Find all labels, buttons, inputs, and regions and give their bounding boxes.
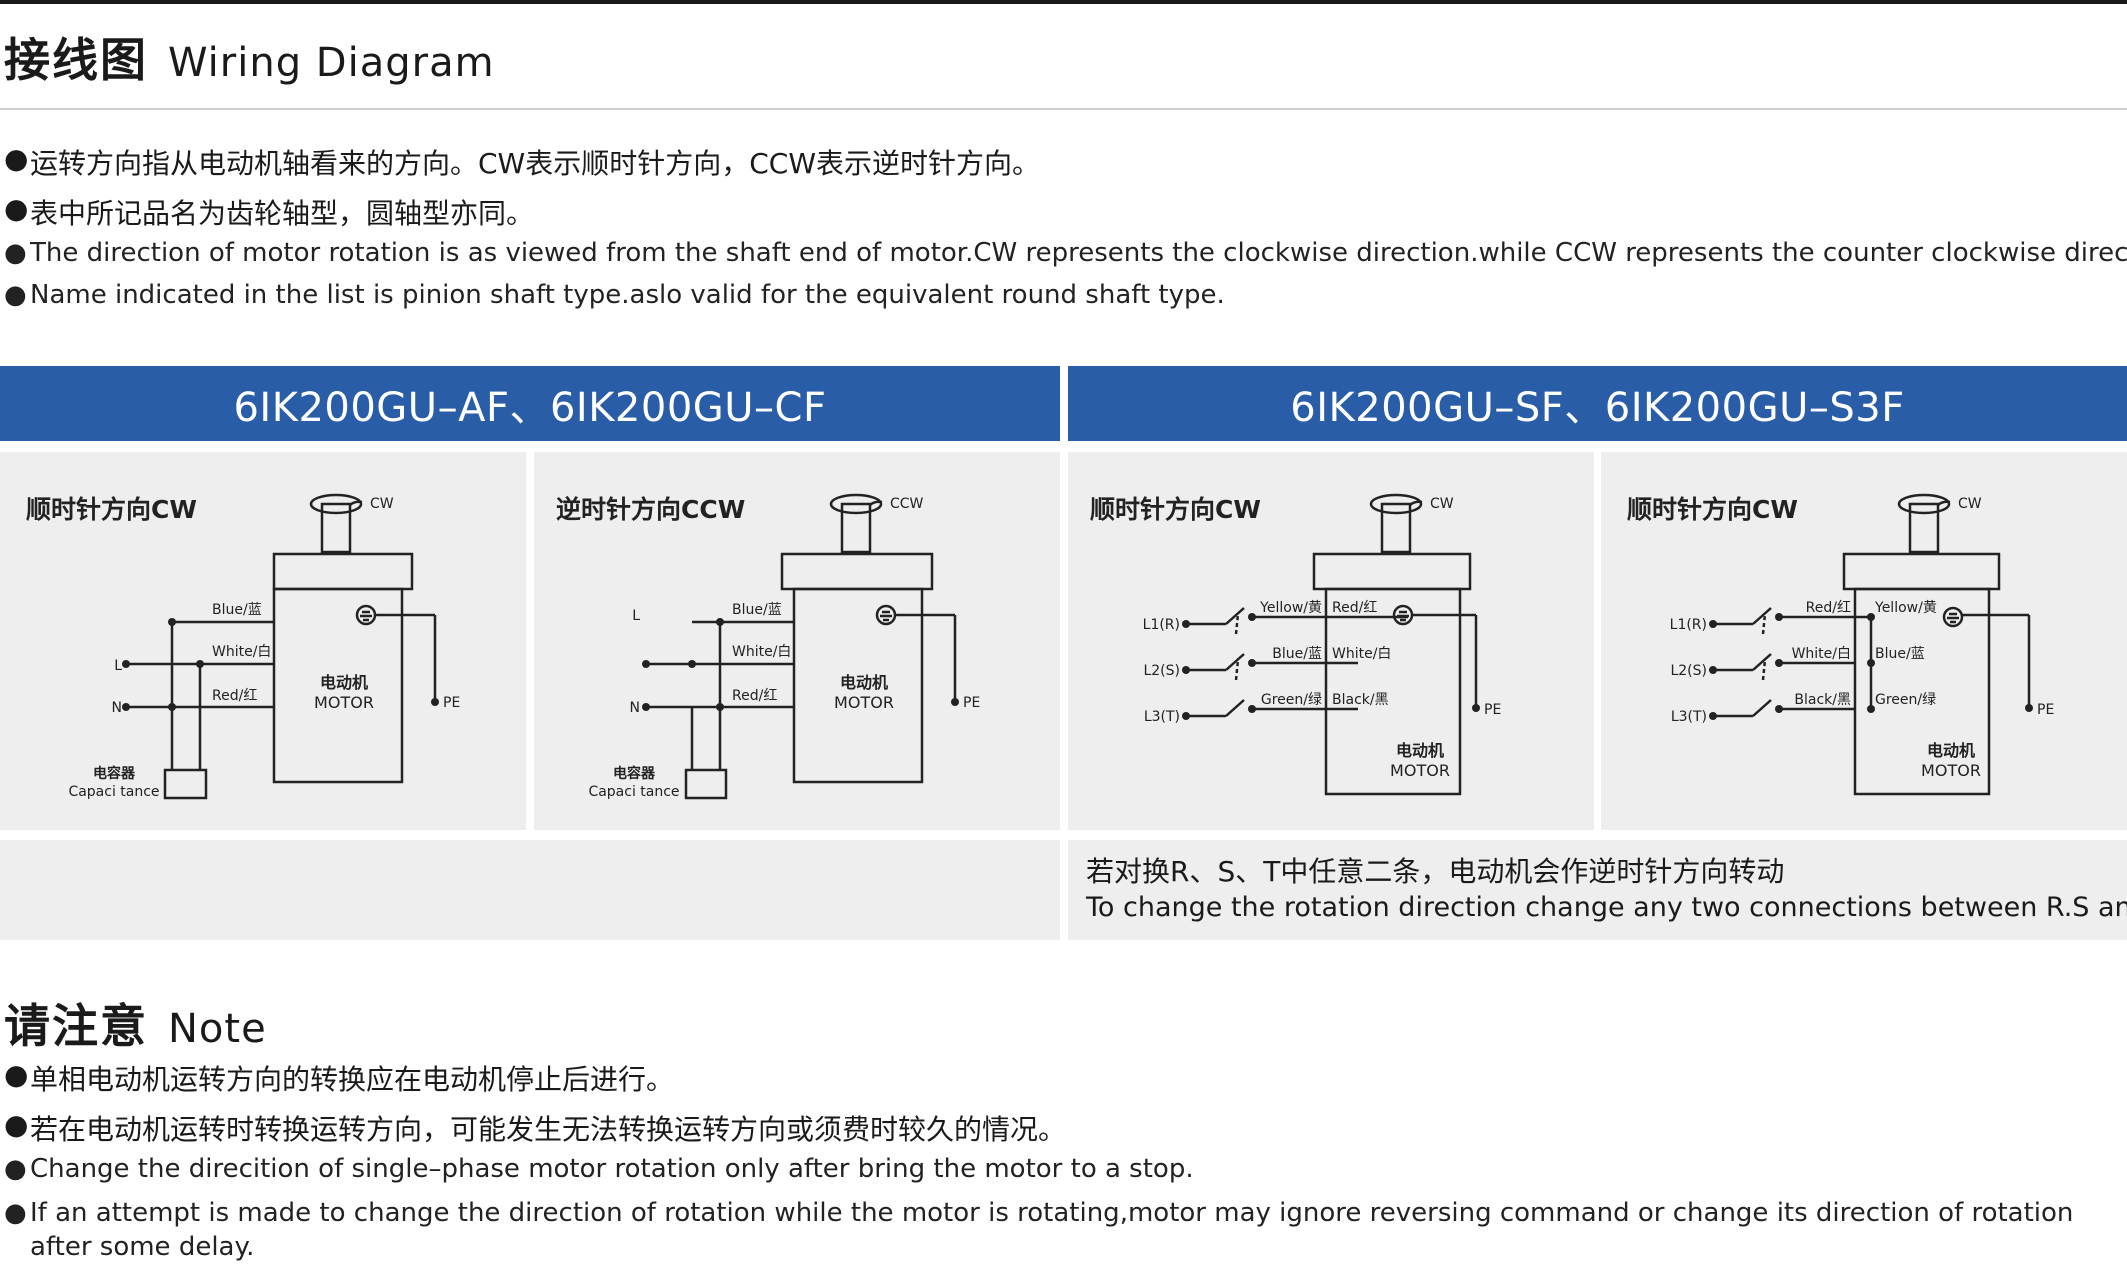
diagram-panel-single-cw: 顺时针方向CW CW Blue/蓝 White/白 Re bbox=[0, 452, 526, 830]
pe-label: PE bbox=[443, 695, 460, 711]
l-label: L bbox=[632, 608, 640, 624]
cw-label: CW bbox=[1958, 496, 1982, 512]
diagram-panel-single-ccw: 逆时针方向CCW CCW Blue/蓝 White/白 bbox=[534, 452, 1060, 830]
note-item-3: Change the direcition of single–phase mo… bbox=[4, 1154, 2100, 1196]
l-label: L bbox=[114, 658, 122, 674]
wire-label: Red/红 bbox=[212, 688, 257, 704]
note-title: 请注意 Note bbox=[4, 990, 267, 1056]
wiring-diagram: CW L1(R) L2(S) L3(T) Red/红 White/白 Black… bbox=[1670, 493, 2054, 796]
wire-label: Blue/蓝 bbox=[732, 602, 782, 618]
note-item-1: 单相电动机运转方向的转换应在电动机停止后进行。 bbox=[4, 1058, 2100, 1108]
wiring-note-3: The direction of motor rotation is as vi… bbox=[4, 238, 2127, 280]
motor-label-cn: 电动机 bbox=[840, 673, 888, 692]
swap-note-en: To change the rotation direction change … bbox=[1086, 892, 2127, 923]
pe-label: PE bbox=[963, 695, 980, 711]
wiring-diagram: CW Blue/蓝 White/白 Red/红 L N PE 电动机 MOTOR… bbox=[68, 493, 460, 800]
l1-label: L1(R) bbox=[1143, 617, 1180, 633]
panel-title: 顺时针方向CW bbox=[1090, 495, 1261, 524]
l3-label: L3(T) bbox=[1144, 709, 1180, 725]
footer-box-left bbox=[0, 840, 1060, 940]
note-title-cn: 请注意 bbox=[4, 999, 148, 1053]
cw-label: CW bbox=[1430, 496, 1454, 512]
panel-title: 顺时针方向CW bbox=[1627, 495, 1798, 524]
wiring-title-cn: 接线图 bbox=[4, 33, 148, 87]
wire-label: Green/绿 bbox=[1875, 692, 1936, 708]
wiring-diagram: CCW Blue/蓝 White/白 Red/红 L N PE 电动机 MOTO… bbox=[588, 493, 980, 800]
panel-title: 顺时针方向CW bbox=[26, 495, 197, 524]
motor-label-cn: 电动机 bbox=[1927, 741, 1975, 760]
top-rule bbox=[0, 0, 2127, 4]
note-title-en: Note bbox=[168, 1006, 267, 1052]
wiring-note-2: 表中所记品名为齿轮轴型，圆轴型亦同。 bbox=[4, 192, 2127, 238]
wire-label: Blue/蓝 bbox=[212, 602, 262, 618]
swap-note-cn: 若对换R、S、T中任意二条，电动机会作逆时针方向转动 bbox=[1086, 855, 1785, 888]
shaft-top bbox=[309, 493, 363, 515]
footer-box-right: 若对换R、S、T中任意二条，电动机会作逆时针方向转动 To change the… bbox=[1068, 840, 2127, 940]
capacitor-label-cn: 电容器 bbox=[93, 765, 136, 782]
wiring-title-en: Wiring Diagram bbox=[168, 40, 495, 86]
wire-label: Blue/蓝 bbox=[1875, 646, 1925, 662]
wire-label: Black/黑 bbox=[1794, 692, 1851, 708]
motor-label-cn: 电动机 bbox=[1396, 741, 1444, 760]
pe-label: PE bbox=[1484, 702, 1501, 718]
motor-flange bbox=[272, 552, 414, 591]
wire-label: Red/红 bbox=[732, 688, 777, 704]
header-right: 6IK200GU–SF、6IK200GU–S3F bbox=[1068, 366, 2127, 441]
wire-label: White/白 bbox=[732, 644, 791, 660]
l3-label: L3(T) bbox=[1671, 709, 1707, 725]
motor-body bbox=[272, 587, 404, 784]
note-item-2: 若在电动机运转时转换运转方向，可能发生无法转换运转方向或须费时较久的情况。 bbox=[4, 1108, 2100, 1154]
note-list: 单相电动机运转方向的转换应在电动机停止后进行。 若在电动机运转时转换运转方向，可… bbox=[4, 1058, 2100, 1264]
panel-title: 逆时针方向CCW bbox=[556, 495, 746, 524]
note-item-4: If an attempt is made to change the dire… bbox=[4, 1196, 2100, 1264]
wire-label: White/白 bbox=[1792, 646, 1851, 662]
wire-label: Black/黑 bbox=[1332, 692, 1389, 708]
wiring-note-1: 运转方向指从电动机轴看来的方向。CW表示顺时针方向，CCW表示逆时针方向。 bbox=[4, 142, 2127, 192]
motor-label-cn: 电动机 bbox=[320, 673, 368, 692]
header-left: 6IK200GU–AF、6IK200GU–CF bbox=[0, 366, 1060, 441]
wire-label: Red/红 bbox=[1806, 600, 1851, 616]
wire-label: Blue/蓝 bbox=[1272, 646, 1322, 662]
motor-label-en: MOTOR bbox=[834, 693, 894, 712]
ccw-label: CCW bbox=[890, 496, 924, 512]
wiring-notes: 运转方向指从电动机轴看来的方向。CW表示顺时针方向，CCW表示逆时针方向。 表中… bbox=[4, 142, 2127, 320]
capacitor-label-en: Capaci tance bbox=[588, 784, 679, 800]
diagram-panel-three-phase-cw-2: 顺时针方向CW bbox=[1601, 452, 2127, 830]
title-divider bbox=[0, 108, 2127, 110]
motor-label-en: MOTOR bbox=[1921, 761, 1981, 780]
diagram-panel-three-phase-cw-1: 顺时针方向CW bbox=[1068, 452, 1594, 830]
wiring-title: 接线图 Wiring Diagram bbox=[4, 24, 495, 90]
wire-label: White/白 bbox=[1332, 646, 1391, 662]
rotation-arrow bbox=[349, 500, 363, 507]
capacitor-label-cn: 电容器 bbox=[613, 765, 656, 782]
wire-label: Yellow/黄 bbox=[1259, 599, 1322, 616]
wire-label: Green/绿 bbox=[1261, 692, 1322, 708]
cw-label: CW bbox=[370, 496, 394, 512]
shaft bbox=[320, 502, 352, 554]
wire-label: White/白 bbox=[212, 644, 271, 660]
capacitor-label-en: Capaci tance bbox=[68, 784, 159, 800]
wire-label: Yellow/黄 bbox=[1874, 599, 1937, 616]
motor-label-en: MOTOR bbox=[1390, 761, 1450, 780]
swap-note: 若对换R、S、T中任意二条，电动机会作逆时针方向转动 To change the… bbox=[1086, 854, 2127, 926]
pe-label: PE bbox=[2037, 702, 2054, 718]
l2-label: L2(S) bbox=[1670, 663, 1707, 679]
n-label: N bbox=[112, 700, 122, 716]
l2-label: L2(S) bbox=[1143, 663, 1180, 679]
n-label: N bbox=[630, 700, 640, 716]
capacitor bbox=[163, 768, 208, 800]
motor-label-en: MOTOR bbox=[314, 693, 374, 712]
wiring-diagram: CW L1(R) L2(S) L3(T) Yellow/黄 Blue/蓝 Gre… bbox=[1143, 493, 1501, 796]
wire-label: Red/红 bbox=[1332, 600, 1377, 616]
l1-label: L1(R) bbox=[1670, 617, 1707, 633]
wiring-note-4: Name indicated in the list is pinion sha… bbox=[4, 280, 2127, 320]
